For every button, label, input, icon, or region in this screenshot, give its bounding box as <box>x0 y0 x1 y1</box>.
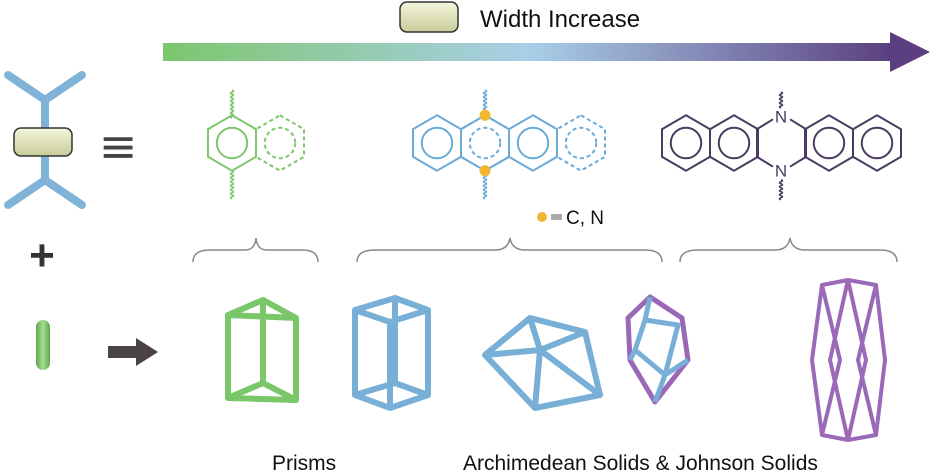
purple-wavy-bond-top <box>778 91 784 109</box>
spacer-block-icon <box>399 1 459 33</box>
width-gradient-arrow <box>163 32 930 72</box>
brace-prisms <box>192 237 319 263</box>
nitrogen-label-bottom: N <box>775 162 787 181</box>
prisms-label: Prisms <box>272 452 336 473</box>
purple-ring <box>709 114 759 172</box>
gold-site-top <box>479 109 491 121</box>
blue-ring-ring <box>516 126 550 160</box>
core-block-icon <box>13 127 73 157</box>
solids-label: Archimedean Solids & Johnson Solids <box>463 452 818 473</box>
pyrazine-edge <box>789 155 807 168</box>
green-optional-ring <box>255 114 305 172</box>
legend-text: C, N <box>566 208 604 229</box>
blue-ring <box>412 114 462 172</box>
plus-symbol: + <box>29 231 55 280</box>
green-wavy-bond-bottom <box>229 169 235 200</box>
cube-prism-icon <box>352 295 431 411</box>
purple-ring <box>804 114 854 172</box>
reaction-arrow-icon <box>108 338 158 366</box>
purple-ring <box>852 114 902 172</box>
triangular-prism-icon <box>225 297 299 403</box>
pyrazine-edge <box>756 155 774 168</box>
purple-ring-ring <box>669 126 703 160</box>
blue-optional-ring-ring <box>564 126 598 160</box>
purple-ring-ring <box>860 126 894 160</box>
truncated-tetrahedron-icon <box>625 294 691 405</box>
purple-ring-ring <box>717 126 751 160</box>
johnson-solid-icon <box>810 278 887 442</box>
nitrogen-label-top: N <box>775 107 787 126</box>
pyrazine-edge <box>789 118 807 131</box>
archimedean-solid-icon <box>482 315 603 411</box>
purple-wavy-bond-bottom <box>778 178 784 201</box>
blue-optional-ring <box>556 114 606 172</box>
purple-ring <box>661 114 711 172</box>
braces <box>192 237 898 263</box>
brace-purple <box>679 237 898 263</box>
blue-ring <box>508 114 558 172</box>
blue-ring-ring <box>468 126 502 160</box>
width-increase-title: Width Increase <box>480 6 640 33</box>
purple-ring-ring <box>812 126 846 160</box>
green-benzene-ring <box>207 114 257 172</box>
green-benzene-ring-ring <box>215 126 249 160</box>
blue-ring <box>460 114 510 172</box>
equivalent-symbol: ≡ <box>99 119 138 173</box>
pyrazine-edge <box>756 118 774 131</box>
gold-dot-icon <box>537 212 547 222</box>
blue-ring-ring <box>420 126 454 160</box>
green-wavy-bond-top <box>229 89 235 119</box>
brace-blue <box>356 237 663 263</box>
equals-icon <box>551 214 562 220</box>
gold-site-bottom <box>479 165 491 177</box>
ditopic-linker-icon <box>36 320 50 370</box>
blue-middle-ring <box>460 114 510 172</box>
green-optional-ring-ring <box>263 126 297 160</box>
